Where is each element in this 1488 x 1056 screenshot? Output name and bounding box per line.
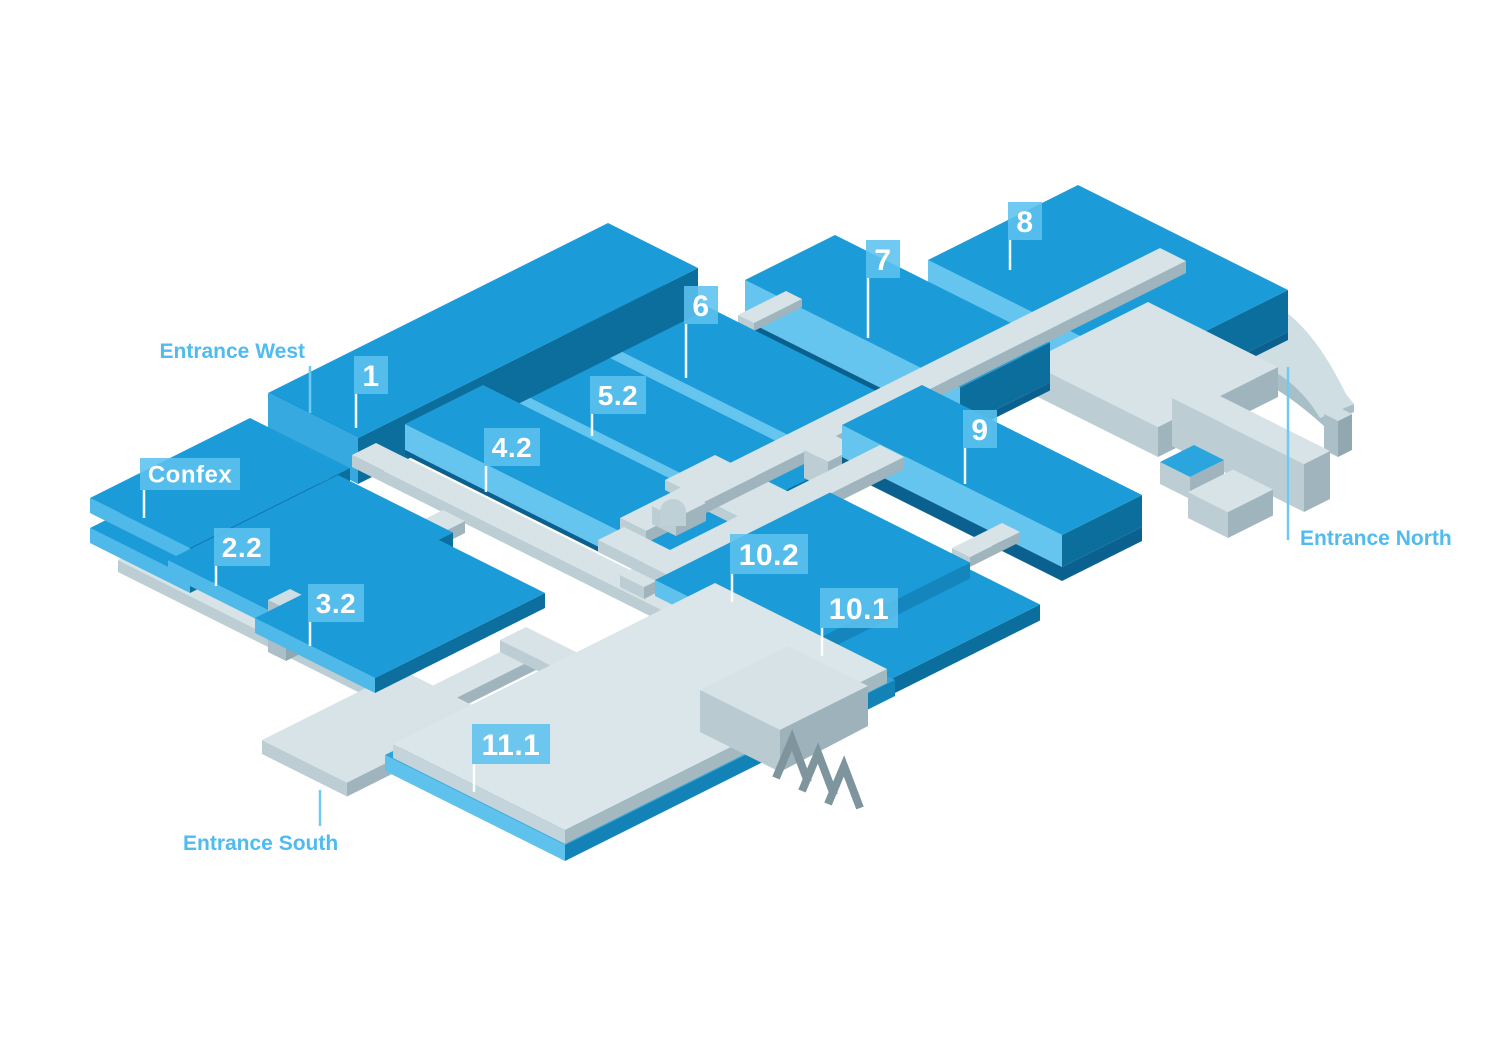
hall-2-2-roof <box>168 475 453 618</box>
hall-9-flag-text: 9 <box>971 414 988 447</box>
hall-11-1-base-side-left <box>385 755 565 861</box>
hall-10-2-flag-text: 10.2 <box>739 539 799 572</box>
walkway-arch-side-right <box>676 503 706 536</box>
walkway-roof <box>620 445 904 587</box>
north-canopy-foot-roof <box>1324 407 1352 421</box>
escalator-chevron <box>772 729 812 784</box>
service-slab-side-left <box>1188 492 1228 538</box>
walkway-link-roof <box>952 523 1020 557</box>
hall-11-1-flag-bg <box>472 724 550 764</box>
hall-9-plinth <box>842 457 1062 581</box>
escalator-chevron <box>798 742 838 797</box>
service-wall-roof <box>1172 385 1330 464</box>
service-slab-roof <box>1188 469 1273 512</box>
walkway-pillar-roof <box>268 589 308 609</box>
hall-6-flag-text: 6 <box>692 290 709 323</box>
entrance-south-label[interactable]: Entrance South <box>183 790 338 855</box>
north-canopy-foot-side-left <box>1324 414 1338 457</box>
entrance-south-plaza-roof <box>262 670 487 783</box>
hall-4-2-flag[interactable]: 4.2 <box>484 428 540 492</box>
hall-2-2-flag[interactable]: 2.2 <box>214 528 270 586</box>
hall-confex-flag-text: Confex <box>148 462 232 489</box>
walkway-side-left <box>620 575 644 599</box>
escalator-right <box>780 686 868 772</box>
walkway-bridge-side-left <box>738 315 754 331</box>
hall-10-2-flag[interactable]: 10.2 <box>730 534 808 602</box>
hall-9-plinth <box>1062 527 1142 581</box>
escalator-left <box>700 690 780 772</box>
entrance-south-text: Entrance South <box>183 832 338 855</box>
walkway-main-roof <box>620 248 1186 531</box>
hall-9-roof <box>842 385 1142 535</box>
hall-9-flag-bg <box>963 410 997 448</box>
hall-3-2-flag-bg <box>308 584 364 622</box>
service-kiosk-side-left <box>1160 462 1190 499</box>
hall-1-flag[interactable]: 1 <box>354 356 388 428</box>
hall-confex-flag[interactable]: Confex <box>140 458 240 518</box>
hall-3-2-flag[interactable]: 3.2 <box>308 584 364 646</box>
hall-8-flag-text: 8 <box>1016 206 1033 239</box>
hall-11-1-side-left <box>393 744 565 844</box>
hall-8-flag[interactable]: 8 <box>1008 202 1042 270</box>
hall-2-2-flag-text: 2.2 <box>222 532 262 563</box>
service-kiosk-roof <box>1160 445 1224 477</box>
service-slab-side-right <box>1228 489 1273 538</box>
entrance-west-label[interactable]: Entrance West <box>160 340 312 413</box>
walkway-bridge-side-right <box>754 299 802 331</box>
hall-10-2-flag-bg <box>730 534 808 574</box>
hall-confex-side-left <box>90 498 190 563</box>
entrance-west-text: Entrance West <box>160 340 306 363</box>
escalator-chevron <box>824 755 864 810</box>
hall-6-flag[interactable]: 6 <box>684 286 718 378</box>
hall-7-side-right <box>960 342 1050 428</box>
hall-confex-flag-bg <box>140 458 240 490</box>
hall-3-2-side-right <box>375 593 545 693</box>
hall-2-2-side-left <box>168 560 283 633</box>
north-canopy-foot <box>1324 407 1352 457</box>
walkway-link-side-right <box>970 532 1020 567</box>
north-canopy-foot-side-right <box>1338 414 1352 457</box>
hall-11-1-flag-text: 11.1 <box>482 729 541 762</box>
entrance-north-label[interactable]: Entrance North <box>1286 367 1452 550</box>
hall-3-2[interactable] <box>255 533 545 693</box>
hall-2-2-flag-bg <box>214 528 270 566</box>
hall-3-2-roof <box>255 533 545 678</box>
entrance-north-text: Entrance North <box>1300 527 1452 550</box>
hall-4-2-flag-bg <box>484 428 540 466</box>
hall-7-flag[interactable]: 7 <box>866 240 900 338</box>
hall-10-1-flag[interactable]: 10.1 <box>820 588 898 656</box>
hall-9-side-right <box>1062 495 1142 567</box>
hall-1-flag-bg <box>354 356 388 394</box>
hall-6-flag-bg <box>684 286 718 324</box>
hall-5-2-flag[interactable]: 5.2 <box>590 376 646 436</box>
hall-7-flag-text: 7 <box>874 244 891 277</box>
service-wall-side-left <box>1172 398 1304 512</box>
service-building-side-left <box>1028 362 1158 457</box>
hall-9-flag[interactable]: 9 <box>963 410 997 484</box>
hall-7-flag-bg <box>866 240 900 278</box>
escalator-roof <box>700 646 868 730</box>
service-slab <box>1188 469 1273 538</box>
hall-5-2-flag-text: 5.2 <box>598 380 638 411</box>
walkway-side-right <box>452 655 542 712</box>
entrance-south-plaza-side-left <box>262 740 347 797</box>
service-wall <box>1172 385 1330 512</box>
walkway-bridge-roof <box>738 291 802 323</box>
walkway-arch-dome <box>660 499 686 526</box>
service-wall-side-right <box>1304 451 1330 512</box>
hall-3-2-flag-text: 3.2 <box>316 588 356 619</box>
hall-3-2-side-left <box>255 618 375 693</box>
walkway-bridge <box>738 291 802 331</box>
hall-10-1-flag-text: 10.1 <box>829 593 889 626</box>
hall-4-2-flag-text: 4.2 <box>492 432 532 463</box>
hall-5-2-flag-bg <box>590 376 646 414</box>
hall-10-1-side-right <box>855 604 1040 713</box>
hall-1-flag-text: 1 <box>362 360 379 393</box>
hall-8-flag-bg <box>1008 202 1042 240</box>
hall-11-1-flag[interactable]: 11.1 <box>472 724 550 792</box>
hall-confex-lower-side-left <box>90 528 190 593</box>
hall-11-1-roof <box>393 583 887 830</box>
hall-10-1-flag-bg <box>820 588 898 628</box>
